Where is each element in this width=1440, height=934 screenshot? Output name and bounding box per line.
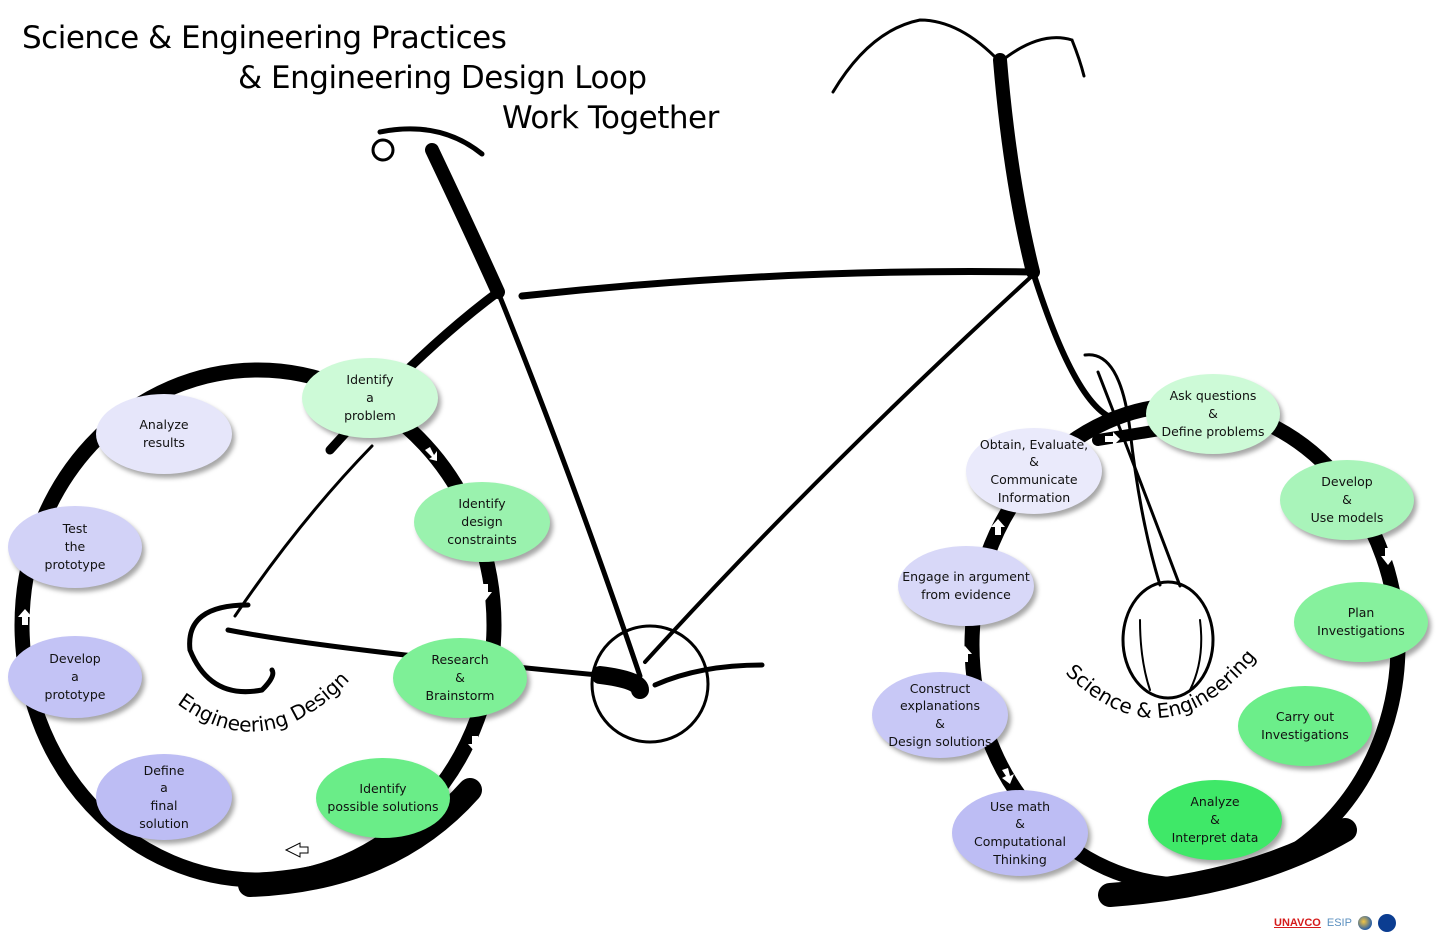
partner-logos: UNAVCO ESIP: [1274, 914, 1396, 932]
title-line-1: Science & Engineering Practices: [22, 20, 507, 56]
practice-use-math-computational-thinking[interactable]: Use math & Computational Thinking: [952, 790, 1088, 876]
practice-carry-out-investigations[interactable]: Carry out Investigations: [1238, 686, 1372, 766]
practice-analyze-interpret-data[interactable]: Analyze & Interpret data: [1148, 780, 1282, 860]
practice-construct-explanations[interactable]: Construct explanations & Design solution…: [872, 672, 1008, 758]
step-research-brainstorm[interactable]: Research & Brainstorm: [393, 638, 527, 718]
practice-develop-models[interactable]: Develop & Use models: [1280, 460, 1414, 540]
bicycle-frame: [187, 18, 1215, 744]
step-identify-problem[interactable]: Identify a problem: [302, 358, 438, 438]
title-line-2: & Engineering Design Loop: [238, 60, 647, 96]
front-wheel-thick-bottom: [1098, 818, 1357, 907]
practice-ask-questions[interactable]: Ask questions & Define problems: [1146, 374, 1280, 454]
title-line-3: Work Together: [502, 100, 719, 136]
step-test-prototype[interactable]: Test the prototype: [8, 506, 142, 588]
rear-wheel-thick-bottom: [238, 778, 482, 897]
step-develop-prototype[interactable]: Develop a prototype: [8, 636, 142, 718]
step-define-final-solution[interactable]: Define a final solution: [96, 754, 232, 840]
loop-arrows: [18, 392, 1395, 868]
practice-obtain-evaluate-communicate[interactable]: Obtain, Evaluate, & Communicate Informat…: [966, 428, 1102, 514]
esip-logo: ESIP: [1326, 917, 1352, 929]
step-analyze-results[interactable]: Analyze results: [96, 394, 232, 474]
unavco-logo: UNAVCO: [1274, 917, 1321, 929]
practice-engage-in-argument[interactable]: Engage in argument from evidence: [898, 546, 1034, 626]
nasa-meatball-icon: [1377, 914, 1396, 932]
nsf-seal-icon: [1357, 916, 1372, 930]
step-identify-possible-solutions[interactable]: Identify possible solutions: [316, 758, 450, 838]
step-identify-design-constraints[interactable]: Identify design constraints: [414, 482, 550, 562]
practice-plan-investigations[interactable]: Plan Investigations: [1294, 582, 1428, 662]
